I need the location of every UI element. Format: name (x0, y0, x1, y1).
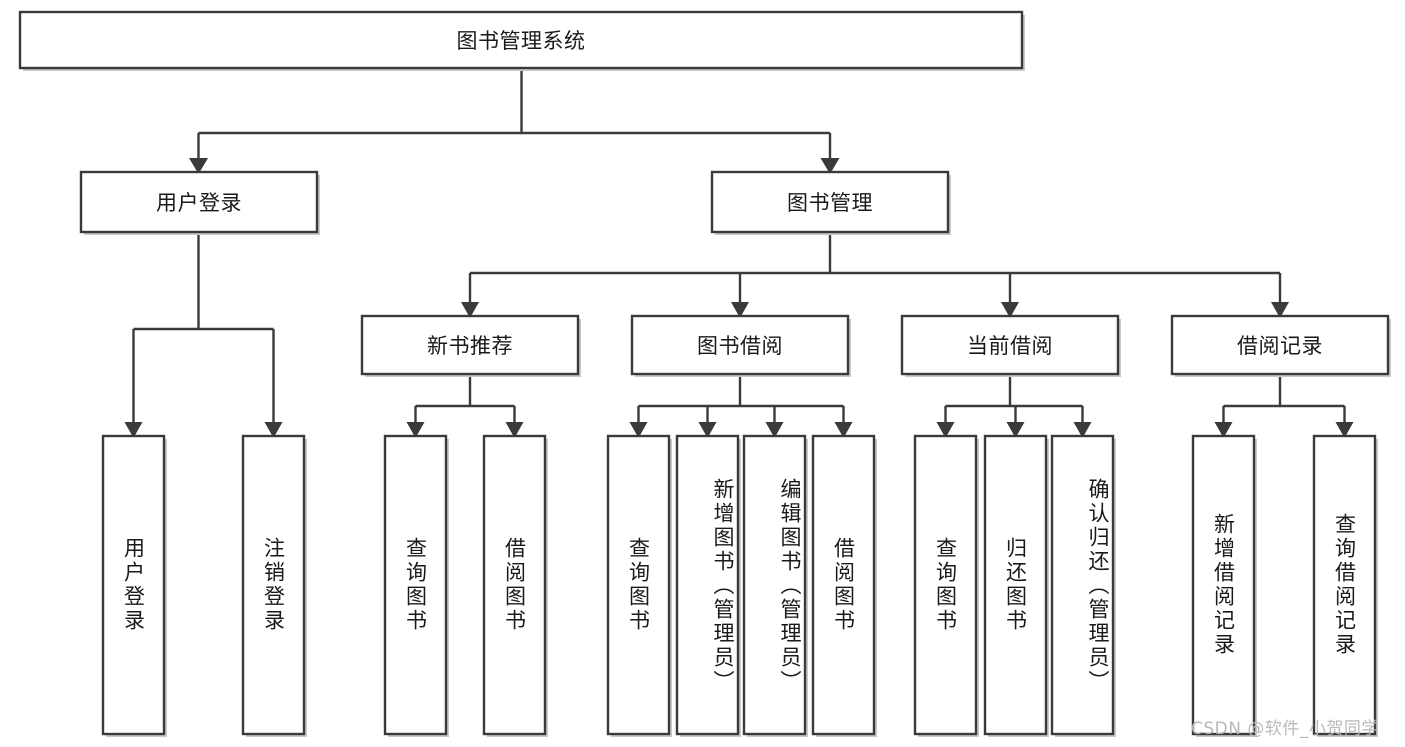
leaf-node-leaf-user-login[interactable] (101, 434, 166, 736)
level3-node-new-book-recommend[interactable] (360, 314, 580, 376)
arrow-head-leaf-return-book (1006, 422, 1025, 438)
connector-group-current-borrow (936, 374, 1092, 438)
arrow-head-borrow-record (1271, 302, 1289, 318)
arrow-head-leaf-edit-book-admin (765, 422, 784, 438)
level3-node-current-borrow[interactable] (900, 314, 1120, 376)
arrow-head-new-book-recommend (461, 302, 479, 318)
arrow-head-leaf-query-book-1 (406, 422, 425, 438)
arrow-head-user-login (189, 158, 208, 174)
leaf-node-leaf-logout[interactable] (241, 434, 306, 736)
arrow-head-leaf-add-book-admin (698, 422, 717, 438)
leaf-node-leaf-query-book-1[interactable] (383, 434, 448, 736)
arrow-head-leaf-borrow-book-1 (505, 422, 524, 438)
root-node-root[interactable] (18, 10, 1024, 70)
level3-node-borrow-record[interactable] (1170, 314, 1390, 376)
connector-group-new-book-recommend (406, 374, 524, 438)
arrow-head-leaf-user-login (124, 422, 143, 438)
leaf-node-leaf-return-book[interactable] (983, 434, 1048, 736)
leaf-node-leaf-add-borrow-record[interactable] (1191, 434, 1256, 736)
arrow-head-leaf-query-book-3 (936, 422, 955, 438)
level2-node-book-management[interactable] (710, 170, 950, 234)
level3-node-book-borrow[interactable] (630, 314, 850, 376)
level2-node-user-login[interactable] (79, 170, 319, 234)
leaf-node-leaf-query-book-2[interactable] (606, 434, 671, 736)
connector-group-root (189, 68, 840, 174)
leaf-node-leaf-borrow-book-1[interactable] (482, 434, 547, 736)
arrow-head-leaf-borrow-book-2 (834, 422, 853, 438)
connector-group-borrow-record (1214, 374, 1354, 438)
connector-group-user-login (124, 232, 283, 438)
arrow-head-leaf-query-book-2 (629, 422, 648, 438)
leaf-node-leaf-edit-book-admin[interactable] (742, 434, 807, 736)
leaf-node-leaf-add-book-admin[interactable] (675, 434, 740, 736)
arrow-head-leaf-confirm-return-admin (1073, 422, 1092, 438)
leaf-node-leaf-confirm-return-admin[interactable] (1050, 434, 1115, 736)
arrow-head-leaf-logout (264, 422, 283, 438)
connector-group-book-borrow (629, 374, 853, 438)
arrow-head-book-borrow (731, 302, 749, 318)
arrow-head-current-borrow (1001, 302, 1019, 318)
connector-group-book-management (461, 232, 1289, 318)
arrow-head-leaf-add-borrow-record (1214, 422, 1233, 438)
node-box-layer (18, 10, 1391, 737)
leaf-node-leaf-query-book-3[interactable] (913, 434, 978, 736)
csdn-watermark: CSDN @软件_小贺同学 (1191, 719, 1379, 739)
leaf-node-leaf-query-borrow-record[interactable] (1312, 434, 1377, 736)
leaf-node-leaf-borrow-book-2[interactable] (811, 434, 876, 736)
arrow-head-leaf-query-borrow-record (1335, 422, 1354, 438)
arrow-head-book-management (820, 158, 840, 174)
